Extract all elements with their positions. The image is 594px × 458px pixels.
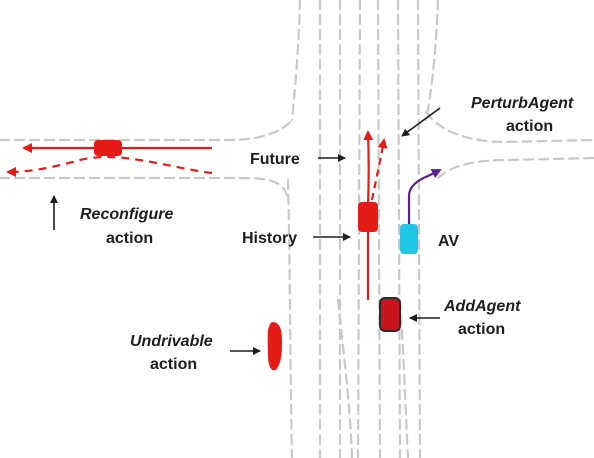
perturb-agent-label: PerturbAgent bbox=[471, 95, 574, 112]
perturb-arrow bbox=[401, 107, 441, 137]
future-path-solid bbox=[363, 130, 374, 207]
addagent-vehicle bbox=[379, 297, 401, 332]
history-agent-vehicle bbox=[358, 202, 378, 232]
reconfigure-action-label: action bbox=[106, 230, 153, 247]
annotation-arrows bbox=[50, 107, 441, 355]
addagent-label: AddAgent bbox=[443, 298, 521, 315]
future-path-dashed bbox=[370, 138, 388, 201]
av-group bbox=[400, 169, 442, 254]
undrivable-label: Undrivable bbox=[130, 333, 213, 350]
addagent-action-label: action bbox=[458, 321, 505, 338]
undrivable-agent-vehicle bbox=[267, 322, 282, 371]
reconfigure-future-path bbox=[6, 156, 213, 177]
history-label: History bbox=[242, 230, 297, 247]
av-path bbox=[407, 169, 442, 224]
reconfigure-label: Reconfigure bbox=[80, 206, 173, 223]
future-label: Future bbox=[250, 151, 300, 168]
reconfigure-agent-vehicle bbox=[94, 140, 122, 156]
perturb-action-label: action bbox=[506, 118, 553, 135]
undrivable-action-label: action bbox=[150, 356, 197, 373]
av-label: AV bbox=[438, 233, 459, 250]
history-agent-group bbox=[358, 130, 388, 300]
av-vehicle bbox=[400, 224, 418, 254]
reconfigure-agent-group bbox=[6, 140, 213, 177]
